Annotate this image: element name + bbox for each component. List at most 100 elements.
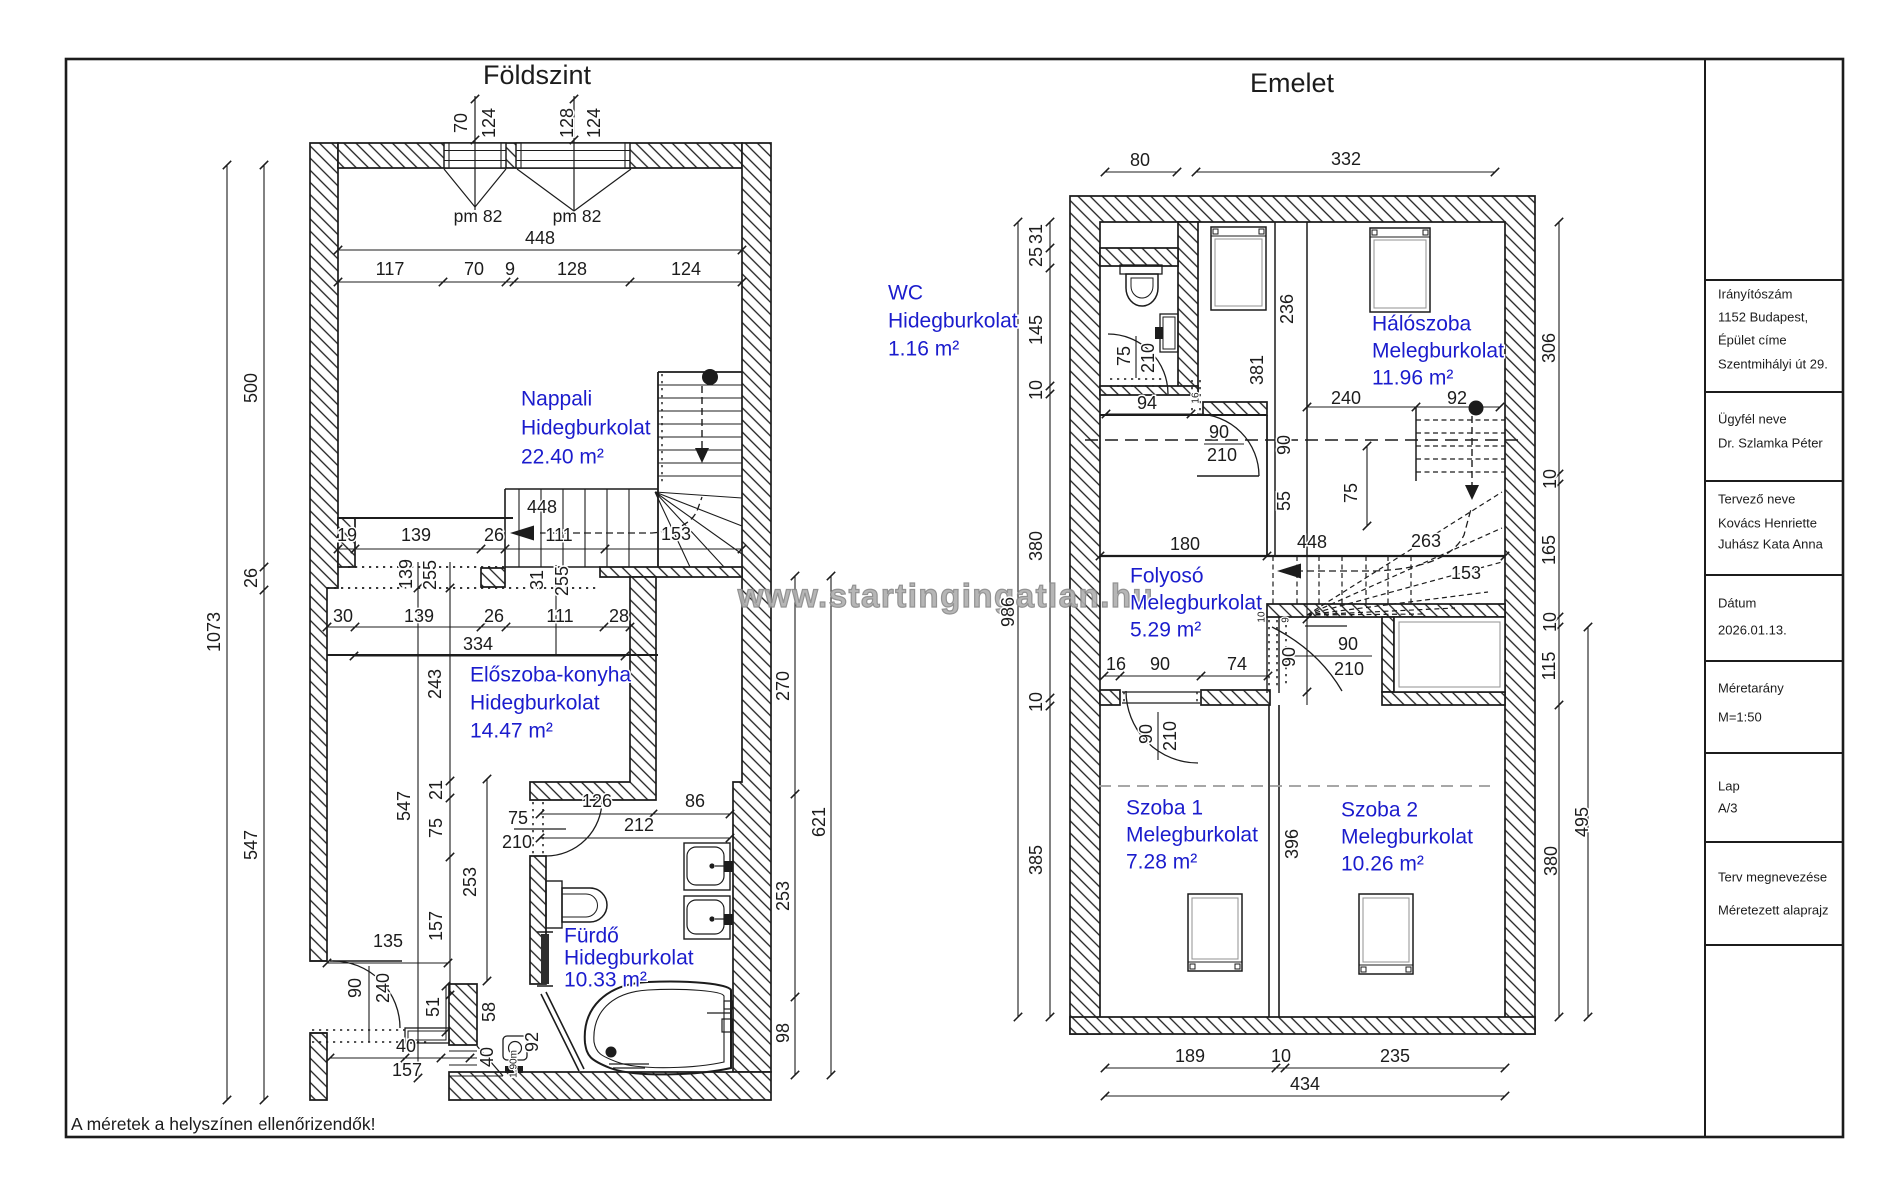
window-sill-label: pm 82	[553, 206, 602, 226]
dimension-label: 139	[396, 559, 416, 589]
title-block-entry: 2026.01.13.	[1718, 623, 1787, 638]
double-washbasin	[683, 842, 733, 940]
room-name-label: Szoba 2	[1341, 799, 1418, 822]
room-name-label: Előszoba-konyha	[470, 664, 631, 687]
dimension-label: 90	[1209, 422, 1229, 442]
dimension-label: 157	[392, 1060, 422, 1080]
title-block-entry: Juhász Kata Anna	[1718, 537, 1824, 552]
dimension-label: 448	[525, 228, 555, 248]
title-block-entry: A/3	[1718, 801, 1738, 816]
dimension-label: 31	[1026, 224, 1046, 244]
dimension-label: 621	[809, 807, 829, 837]
dimension-label: 9	[505, 259, 515, 279]
dimension-label: 396	[1282, 829, 1302, 859]
dimension-label: 74	[1227, 654, 1247, 674]
dimension-label: 547	[241, 830, 261, 860]
room-name-label: Nappali	[521, 388, 592, 411]
dimension-label: 255	[552, 566, 572, 596]
dimension-label: 70	[464, 259, 484, 279]
dimension-label: 1073	[204, 612, 224, 652]
room-material-label: Hidegburkolat	[470, 692, 600, 715]
dimension-label: 253	[460, 867, 480, 897]
dimension-label: 380	[1541, 846, 1561, 876]
dimension-label: 145	[1026, 315, 1046, 345]
dimension-label: 75	[1114, 346, 1134, 366]
room-area-label: 7.28 m²	[1126, 851, 1197, 874]
dimension-label: 210	[502, 832, 532, 852]
dimension-label: 75	[1341, 483, 1361, 503]
bed	[1369, 227, 1431, 313]
title-block-entry: Dr. Szlamka Péter	[1718, 436, 1823, 451]
room-area-label: 10.33 m²	[564, 969, 647, 992]
title-block-entry: Kovács Henriette	[1718, 516, 1817, 531]
staircase	[1272, 222, 1505, 705]
toilet	[1119, 264, 1163, 307]
room-material-label: Hidegburkolat	[521, 417, 651, 440]
dimension-label: 111	[546, 606, 573, 626]
entrance-door	[310, 960, 450, 1044]
dimension-label: 381	[1247, 355, 1267, 385]
title-block-entry: M=1:50	[1718, 710, 1762, 725]
dimension-label: 86	[685, 791, 705, 811]
sheet-frame	[64, 57, 1845, 1139]
dimension-label: 90	[1150, 654, 1170, 674]
title-block-entry: Épület címe	[1718, 333, 1787, 348]
title-block-entry: Lap	[1718, 779, 1740, 794]
dimension-label: 19	[337, 525, 357, 545]
dimension-label: 10	[1026, 380, 1046, 400]
dimension-label: 139	[401, 525, 431, 545]
dimension-label: 90	[345, 978, 365, 998]
dimension-label: 40	[396, 1036, 416, 1056]
dimension-label: 385	[1026, 845, 1046, 875]
dimension-label: 157	[426, 911, 446, 941]
dimension-label: 25	[1026, 247, 1046, 267]
upper-floor-title: Emelet	[1250, 68, 1335, 98]
ground-floor-plan	[222, 94, 836, 1105]
title-block-entry: Irányítószám	[1718, 287, 1792, 302]
dimension-label: 10	[1026, 692, 1046, 712]
dimension-label: 236	[1277, 294, 1297, 324]
dimension-label: 75	[426, 818, 446, 838]
room-name-label: Hálószoba	[1372, 313, 1472, 336]
sheet-border	[64, 57, 1845, 1139]
dimension-label: 55	[1274, 491, 1294, 511]
ground-floor-title: Földszint	[483, 60, 592, 90]
dimension-label: 253	[773, 881, 793, 911]
footer-note: A méretek a helyszínen ellenőrizendők!	[71, 1114, 375, 1134]
title-block-entry: Ügyfél neve	[1718, 412, 1787, 427]
room-material-label: Melegburkolat	[1126, 824, 1258, 847]
dimension-label: 263	[1411, 531, 1441, 551]
dimension-label: 210	[1207, 445, 1237, 465]
dimension-label: 210	[1138, 343, 1158, 373]
dimension-label: 128	[557, 108, 577, 138]
toilet	[545, 880, 608, 929]
dimension-label: 40	[477, 1047, 497, 1067]
dimension-label: 94	[1137, 393, 1157, 413]
washbasin	[1155, 313, 1179, 353]
dimension-label: 90	[1136, 724, 1156, 744]
dimension-label: 448	[1297, 532, 1327, 552]
dimension-label: 495	[1572, 807, 1592, 837]
dimension-label: 126	[582, 791, 612, 811]
dimension-label: 180	[1170, 534, 1200, 554]
window-sill-label: pm 82	[454, 206, 503, 226]
room-material-label: Hidegburkolat	[564, 947, 694, 970]
room-material-label: Melegburkolat	[1372, 340, 1504, 363]
dimension-label: 90	[1338, 634, 1358, 654]
title-block-entry: Méretarány	[1718, 681, 1784, 696]
dimension-label: 92	[1447, 388, 1467, 408]
dimension-label: 243	[425, 669, 445, 699]
dimension-label: 128	[557, 259, 587, 279]
dimension-label: 9	[1281, 617, 1292, 623]
dimension-label: 21	[426, 780, 446, 800]
dimension-label: 270	[773, 671, 793, 701]
room-name-label: Folyosó	[1130, 565, 1204, 588]
dimension-label: 165	[1539, 535, 1559, 565]
radiator	[537, 931, 553, 987]
dimension-label: 448	[527, 497, 557, 517]
dimension-label: 90	[1279, 647, 1299, 667]
washing-machine	[502, 1035, 528, 1073]
